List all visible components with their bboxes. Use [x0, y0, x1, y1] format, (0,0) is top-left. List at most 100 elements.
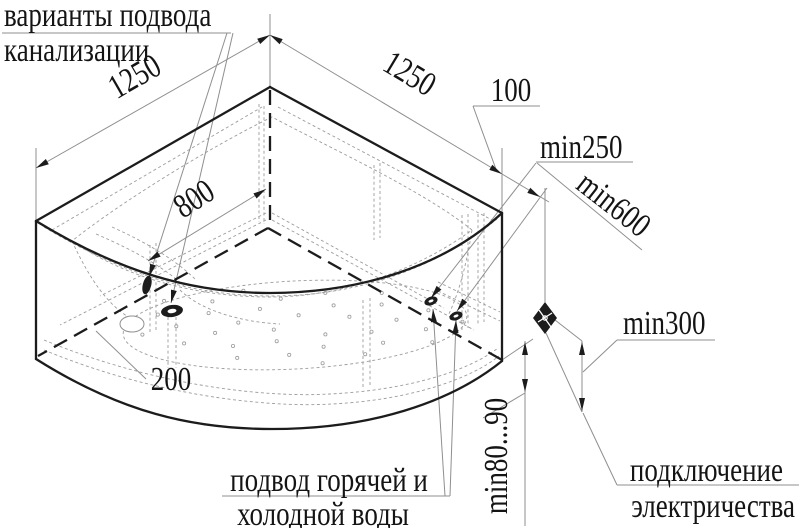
- wall-corner-hidden-edges: [37, 90, 503, 362]
- electricity-label-line2: электричества: [631, 487, 795, 525]
- water-supply-label-line2: холодной воды: [237, 495, 409, 528]
- arrow-1250-left-end: [36, 159, 49, 168]
- tub-outline: [34, 85, 504, 431]
- floor-dot: [182, 341, 187, 346]
- floor-dot: [321, 344, 326, 349]
- floor-dot: [210, 299, 215, 304]
- floor-dot: [278, 296, 283, 301]
- floor-dot: [320, 361, 325, 366]
- sewage-fitting-option-1: [142, 275, 152, 295]
- min300-ref-bottom: [545, 332, 583, 413]
- electricity-leader: [582, 412, 618, 486]
- floor-dot: [206, 311, 211, 316]
- floor-dot: [347, 314, 352, 319]
- arrow-water-2: [452, 320, 459, 334]
- min300-ref-top: [554, 319, 583, 342]
- cold-water-hole: [453, 314, 459, 318]
- dim-100-line: [501, 173, 550, 203]
- floor-dot: [296, 313, 301, 318]
- floor-dot: [331, 303, 336, 308]
- floor-dot: [213, 330, 218, 335]
- min80-ref-bottom: [482, 392, 526, 419]
- hot-water-hole: [428, 299, 434, 303]
- floor-dot: [323, 332, 328, 337]
- fittings: [119, 275, 557, 334]
- dim-1250-right-value: 1250: [377, 43, 443, 103]
- drain-outlet-hole: [167, 308, 177, 314]
- floor-dot: [430, 340, 435, 345]
- floor-dot: [426, 308, 431, 313]
- dim-min250-value: min250: [540, 128, 622, 166]
- dim-200-value: 200: [151, 360, 192, 398]
- arrow-1250-right-end: [489, 164, 502, 174]
- arrow-sewage-2: [171, 289, 177, 303]
- apron-bottom-curve: [34, 357, 504, 431]
- floor-dot: [155, 312, 160, 317]
- dim-1250-left-line: [35, 34, 271, 169]
- dim-1250-right-line: [269, 34, 503, 175]
- floor-dot: [235, 355, 240, 360]
- dim-800-line: [147, 188, 267, 262]
- arrow-1250-left-apex: [257, 35, 270, 44]
- arrow-water-1: [430, 309, 437, 323]
- arrow-min250-2: [457, 298, 468, 311]
- label-min300-leader: [582, 339, 618, 373]
- floor-dot: [394, 317, 399, 322]
- floor-dot: [230, 343, 235, 348]
- water-leader-2: [449, 319, 457, 497]
- floor-line-right-wall: [267, 226, 503, 362]
- floor-dot: [287, 352, 292, 357]
- sewage-options-label-line1: варианты подвода: [4, 0, 212, 34]
- arrow-min80-bottom: [522, 379, 528, 392]
- tub-floor-texture: [140, 288, 465, 366]
- dim-min300-value: min300: [623, 304, 705, 342]
- label-200-leader: [95, 330, 147, 380]
- water-supply-label-line1: подвод горячей и: [230, 461, 428, 499]
- label-100-leader: [472, 105, 498, 173]
- dim-800-value: 800: [167, 172, 222, 226]
- floor-dot: [236, 320, 241, 325]
- sewage-leader-2: [170, 32, 234, 304]
- electricity-label-line1: подключение: [630, 451, 783, 489]
- water-leader-1: [432, 308, 446, 497]
- dim-100-value: 100: [491, 71, 532, 109]
- arrow-min80-top: [522, 342, 528, 355]
- arrow-sewage-1: [149, 263, 156, 277]
- floor-dot: [381, 340, 386, 345]
- arrow-min250-1: [431, 285, 442, 298]
- hidden-structure: [43, 104, 501, 406]
- arrow-100: [527, 187, 540, 197]
- floor-dot: [369, 329, 374, 334]
- arrow-min300-top: [579, 342, 585, 355]
- electrical-outlet-icon: [533, 302, 557, 334]
- floor-dot: [271, 327, 276, 332]
- floor-dot: [460, 319, 465, 324]
- floor-dot: [379, 290, 384, 295]
- dim-min80-90-value: min80...90: [477, 398, 515, 514]
- sewage-leader-1: [148, 32, 228, 278]
- rim-edge-right-wall: [268, 85, 504, 215]
- rim-front-curve: [34, 211, 504, 295]
- arrow-800-bottom: [148, 251, 161, 261]
- sewage-options-label-line2: канализации: [4, 31, 149, 69]
- arrow-800-top: [253, 189, 266, 199]
- siphon-hole: [119, 315, 145, 333]
- dimension-lines: [2, 14, 799, 526]
- floor-dot: [274, 339, 279, 344]
- floor-dot: [162, 298, 167, 303]
- floor-dot: [140, 332, 145, 337]
- floor-dot: [323, 290, 328, 295]
- arrow-min300-bottom: [579, 398, 585, 411]
- floor-dot: [174, 324, 179, 329]
- dim-min600-line: [536, 162, 643, 251]
- dim-min600-value: min600: [570, 164, 658, 245]
- min80-ref-top: [501, 338, 534, 361]
- min250-leader-1: [430, 162, 537, 299]
- floor-dot: [379, 302, 384, 307]
- dimension-arrows: [36, 35, 585, 411]
- floor-dot: [423, 327, 428, 332]
- rim-edge-left-wall: [34, 85, 272, 223]
- floor-line-left-wall: [37, 226, 269, 358]
